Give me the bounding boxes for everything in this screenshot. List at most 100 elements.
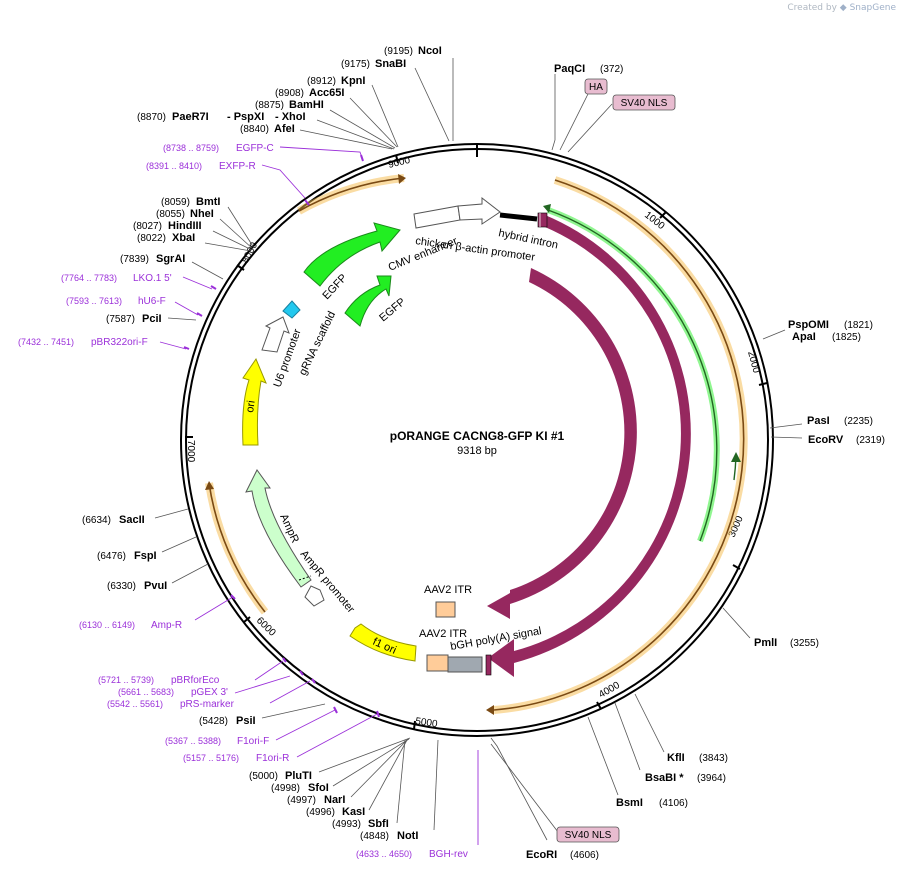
cas9-outer-label: Cas9 [690,442,704,469]
paqci-pos: (372) [600,64,623,75]
pmli-name: PmlI [754,637,777,649]
bmti-pos: (8059) [161,197,190,208]
tag-boxes: HA SV40 NLS SV40 NLS [556,78,676,843]
ampr-mark [230,594,236,600]
pvui-pos: (6330) [107,581,136,592]
lko-mark [210,285,217,290]
xhoi-name: - XhoI [275,111,306,123]
pasi-name: PasI [807,415,830,427]
tag-leaders [490,93,613,833]
sv40-bottom-leader [490,743,559,833]
tick-6000: 6000 [254,615,278,639]
f1orif-leader [275,709,336,741]
backbone-outer-circle [180,143,774,737]
f1orif-name: F1ori-F [237,736,269,747]
bghrev-loc: (4633 .. 4650) [356,849,412,859]
apai-pos: (1825) [832,332,861,343]
leader-lines [154,58,803,841]
pluti-pos: (5000) [249,771,278,782]
cas9-outer-arrow [488,215,691,677]
acc65i-leader [349,97,398,148]
kfli-name: KflI [667,752,685,764]
psii-leader [261,703,326,719]
pbrfor-leader [254,660,284,681]
prs-mark [311,678,316,684]
exfpr-loc: (8391 .. 8410) [146,161,202,171]
bamhi-name: BamHI [289,99,324,111]
kfli-pos: (3843) [699,753,728,764]
hindiii-pos: (8027) [133,221,162,232]
sbfi-leader [396,739,406,824]
grna-scaffold-arrow [282,300,301,319]
xbai-name: XbaI [172,232,195,244]
sacii-name: SacII [119,514,145,526]
kasi-leader [368,739,408,811]
hindiii-leader [212,230,253,251]
pbr322-leader [159,341,187,350]
egfp-inner-arrow [344,275,392,327]
sfoi-pos: (4998) [271,783,300,794]
pspomi-name: PspOMI [788,319,829,331]
sgrai-pos: (7839) [120,254,149,265]
cas9-outer-feature: Cas9 [488,215,704,677]
tick-8000-mark [236,264,245,271]
nhei-pos: (8055) [156,209,185,220]
ori-label: ori [244,400,258,414]
cas9-orange-band [493,179,745,711]
pgex-leader [234,675,291,694]
pbrfor-mark [282,657,287,663]
egfp-outer-arrow [303,222,401,287]
paqci-leader [551,74,556,151]
pmli-leader [722,607,751,639]
pbrfor-loc: (5721 .. 5739) [98,675,154,685]
cas9-inner-arrow [487,268,637,619]
green-line [547,209,718,542]
pbr322-name: pBR322ori-F [91,337,148,348]
egfp-inner-feature [344,275,392,327]
fspi-leader [161,536,197,553]
lko-leader [182,276,213,290]
f1orir-mark [376,710,380,718]
ecorv-leader [770,436,803,439]
f1orif-mark [333,706,338,714]
egfpc-leader [279,146,363,159]
bsabi-leader [614,702,641,771]
egfp-orange-band-glow [297,174,405,215]
ampr-primer-loc: (6130 .. 6149) [79,620,135,630]
egfpc-mark [360,154,364,162]
sfoi-leader [332,738,410,787]
sacii-pos: (6634) [82,515,111,526]
hu6f-mark [196,312,203,317]
pspomi-leader [762,329,786,340]
cmv-enhancer-arrow [413,205,461,229]
lko-name: LKO.1 5' [133,273,172,284]
kpni-leader [371,84,399,148]
prs-leader [269,680,311,704]
psii-pos: (5428) [199,716,228,727]
tick-7000: 7000 [185,440,196,463]
snabi-leader [414,67,450,142]
xbai-pos: (8022) [137,233,166,244]
xbai-leader [204,242,252,252]
bsabi-pos: (3964) [697,773,726,784]
pgex-name: pGEX 3' [191,687,228,698]
primer-labels: (8738 .. 8759) EGFP-C (8391 .. 8410) EXF… [18,143,468,860]
tick-9000: 9000 [387,155,412,171]
acc65i-name: Acc65I [309,87,344,99]
cas9-start-cap [537,212,548,228]
tick-5000: 5000 [415,716,439,730]
aav2-itr-lower-label: AAV2 ITR [419,628,467,640]
green-line-arrowhead [543,204,551,213]
tick-3000-mark [732,564,741,570]
ecori-leader [490,737,548,841]
f1-ori-arrow [349,623,417,662]
sv40-nls-top-box [612,94,676,111]
pspomi-pos: (1821) [844,320,873,331]
tick-1000-mark [659,211,667,219]
aav2-itr-upper-box [435,601,456,618]
ampr-orange-band [208,482,266,613]
tick-2000-mark [758,382,768,386]
bghrev-name: BGH-rev [429,849,468,860]
sv40-nls-bottom-mark [485,654,492,676]
